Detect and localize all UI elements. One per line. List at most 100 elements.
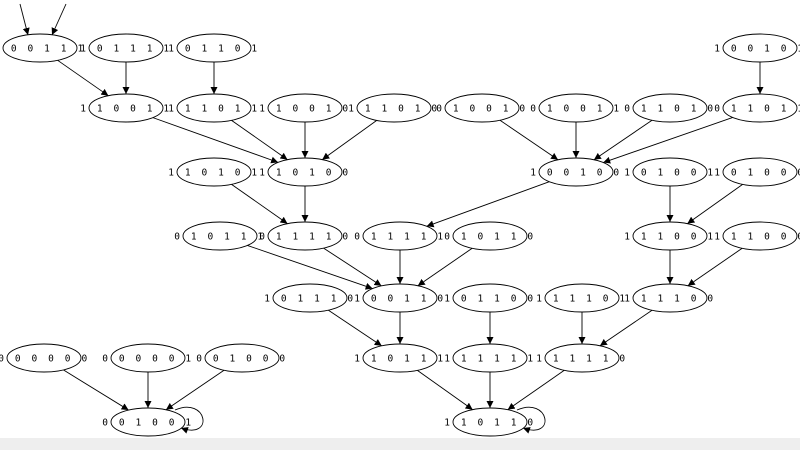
node-ellipse	[6, 343, 82, 373]
node-label: 0 0 0 0 0 0	[0, 354, 90, 365]
node-ellipse	[452, 221, 528, 251]
node-ellipse	[267, 157, 343, 187]
node-label: 1 0 0 1 1 1	[0, 44, 86, 55]
node-label: 0 1 0 1 1 1	[174, 232, 266, 243]
node-n110110: 1 1 0 1 1 0	[444, 407, 536, 437]
node-ellipse	[722, 93, 798, 123]
edge-n100100-to-n011111	[426, 181, 550, 228]
node-n000000: 0 0 0 0 0 0	[0, 343, 90, 373]
node-label: 1 1 1 0 0 0	[714, 232, 800, 243]
node-n111000: 1 1 1 0 0 0	[714, 221, 800, 251]
node-ellipse	[362, 221, 438, 251]
node-ellipse	[356, 93, 432, 123]
edge-n011010-to-n100100	[593, 119, 653, 161]
self-loop-n110110	[516, 406, 546, 434]
node-n110111: 1 1 0 1 1 1	[354, 343, 446, 373]
node-n100101: 1 0 0 1 0 1	[714, 33, 800, 63]
edge-n011110-to-n100110	[323, 247, 382, 287]
node-label: 0 1 1 0 1 1	[714, 104, 800, 115]
node-n011011: 0 1 1 0 1 1	[714, 93, 800, 123]
node-label: 1 0 1 1 1 1	[80, 44, 172, 55]
edge-n101000-to-n111001	[687, 183, 743, 225]
node-ellipse	[452, 283, 528, 313]
node-label: 0 1 1 1 1 1	[354, 232, 446, 243]
node-label: 1 0 1 1 0 0	[444, 294, 536, 305]
node-label: 1 1 0 1 0 1	[168, 168, 260, 179]
edge-n110011-to-n110100	[152, 117, 279, 164]
node-label: 1 1 1 1 0 1	[536, 294, 628, 305]
edges-layer	[19, 3, 764, 434]
edge-n101110-to-n110111	[328, 309, 382, 347]
node-label: 1 1 1 0 0 1	[624, 232, 716, 243]
node-label: 1 1 1 0 1 1	[168, 104, 260, 115]
node-label: 1 0 0 1 0 0	[530, 168, 622, 179]
node-label: 0 1 0 1 1 0	[444, 232, 536, 243]
edge-n110101-to-n011110	[231, 183, 288, 225]
node-n101110: 1 0 1 1 1 0	[264, 283, 356, 313]
node-ellipse	[88, 33, 164, 63]
edge-n010110-to-n100110	[417, 247, 473, 287]
node-ellipse	[632, 221, 708, 251]
node-label: 1 1 0 1 0 0	[259, 168, 351, 179]
node-ellipse	[2, 33, 78, 63]
edge-n100111-to-n110011	[57, 59, 109, 97]
node-n110010: 1 1 0 0 1 0	[259, 93, 348, 123]
node-label: 1 1 1 1 0 0	[624, 294, 716, 305]
node-ellipse	[444, 93, 520, 123]
node-label: 1 1 0 0 1 1	[80, 104, 172, 115]
edge-n111110-to-n110110	[507, 369, 565, 411]
node-ellipse	[632, 93, 708, 123]
node-label: 1 1 1 0 1 0	[348, 104, 440, 115]
node-n101000: 1 0 1 0 0 0	[714, 157, 800, 187]
node-n011010: 0 1 1 0 1 0	[624, 93, 716, 123]
node-n010010: 0 1 0 0 1 0	[436, 93, 528, 123]
edge-n001000-to-n001001	[165, 369, 225, 411]
node-ellipse	[176, 157, 252, 187]
node-n110011: 1 1 0 0 1 1	[80, 93, 172, 123]
node-n100100: 1 0 0 1 0 0	[530, 157, 622, 187]
node-n001000: 0 0 1 0 0 0	[196, 343, 288, 373]
node-label: 0 1 0 0 1 0	[436, 104, 528, 115]
node-ellipse	[544, 343, 620, 373]
incoming-arrow-right-n100111	[51, 3, 67, 36]
node-label: 1 0 0 1 0 1	[714, 44, 800, 55]
node-ellipse	[176, 93, 252, 123]
node-label: 1 1 0 1 1 0	[444, 418, 536, 429]
node-n101101: 1 0 1 1 0 1	[168, 33, 257, 63]
node-n011110: 0 1 1 1 1 0	[259, 221, 351, 251]
node-ellipse	[110, 343, 186, 373]
node-label: 1 1 1 1 1 0	[536, 354, 628, 365]
node-ellipse	[722, 221, 798, 251]
node-label: 0 1 1 1 1 0	[259, 232, 351, 243]
node-n001001: 0 0 1 0 0 1	[102, 407, 191, 437]
node-label: 0 0 1 0 0 0	[196, 354, 288, 365]
node-n010110: 0 1 0 1 1 0	[444, 221, 536, 251]
edge-n010010-to-n100100	[499, 119, 559, 161]
edge-n111011-to-n110100	[231, 119, 288, 161]
edge-n000000-to-n001001	[63, 369, 129, 411]
incoming-arrow-left-n100111	[19, 3, 30, 36]
node-label: 0 1 1 0 1 0	[624, 104, 716, 115]
node-ellipse	[538, 157, 614, 187]
node-label: 1 0 1 0 0 0	[714, 168, 800, 179]
node-n010011: 0 1 0 0 1 1	[530, 93, 619, 123]
node-n101100: 1 0 1 1 0 0	[444, 283, 536, 313]
node-label: 1 0 1 1 1 0	[264, 294, 356, 305]
bottom-band	[0, 438, 800, 450]
node-label: 1 1 1 1 1 1	[444, 354, 536, 365]
node-n000001: 0 0 0 0 0 1	[102, 343, 194, 373]
node-n100110: 1 0 0 1 1 0	[354, 283, 443, 313]
node-label: 1 1 0 1 1 1	[354, 354, 446, 365]
edge-n110111-to-n110110	[417, 369, 473, 411]
node-ellipse	[722, 33, 798, 63]
node-ellipse	[267, 221, 343, 251]
node-n010111: 0 1 0 1 1 1	[174, 221, 266, 251]
edge-n111100-to-n111110	[599, 309, 653, 347]
node-ellipse	[362, 343, 438, 373]
edge-n011011-to-n100100	[603, 117, 733, 164]
nodes-layer: 1 0 0 1 1 11 0 1 1 1 11 0 1 1 0 1 1 0 0 1…	[0, 33, 800, 437]
node-ellipse	[176, 33, 252, 63]
self-loop-n001001	[174, 406, 204, 434]
node-label: 0 0 0 0 0 1	[102, 354, 194, 365]
